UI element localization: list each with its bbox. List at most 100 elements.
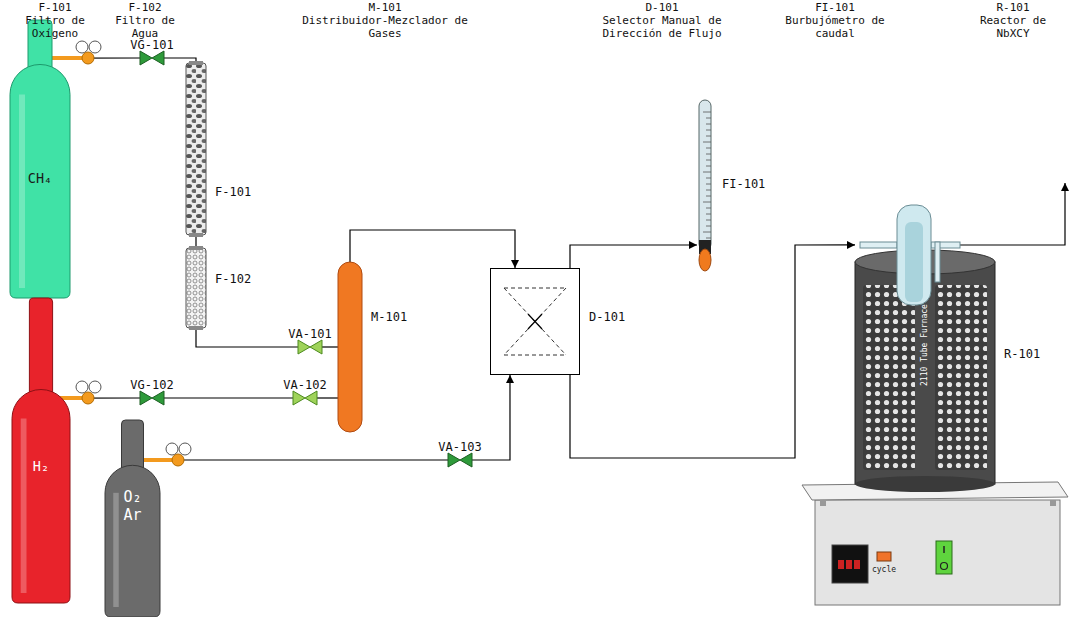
tube-node: FI-101 [697, 100, 713, 272]
pipe-connector [160, 459, 448, 460]
regulator-o2ar [143, 443, 191, 466]
node-shape [338, 262, 362, 432]
node-shape [186, 248, 206, 328]
part-label: VA-102 [265, 379, 345, 391]
drawing-part [82, 52, 94, 64]
cyl-node: CH₄ [10, 20, 70, 298]
label-anchor: Distribuidor-Mezclador de Gases [295, 14, 475, 40]
flow-cross [528, 314, 542, 329]
part-label: F-101 [215, 185, 251, 200]
valve-symbol [293, 391, 305, 405]
node-shape [293, 391, 317, 405]
valve-symbol [298, 340, 310, 354]
valve-node: VG-102 [140, 391, 164, 405]
equipment-heading: F-101 [10, 1, 100, 14]
valve-node: VA-101 [298, 340, 322, 354]
scale-tick [706, 160, 711, 161]
pipe-connector [350, 230, 515, 268]
furnace-panel [863, 285, 915, 470]
scale-tick [706, 196, 711, 197]
drawing-part [854, 560, 860, 569]
scale-tick [703, 172, 711, 173]
outlet-line [960, 183, 1065, 245]
node-shape [697, 100, 713, 272]
filter-cap [189, 233, 203, 237]
quartz-inner [905, 222, 923, 302]
equipment-heading: Filtro de Oxígeno [10, 14, 100, 40]
drawing-part [82, 392, 94, 404]
equipment-heading: Reactor de NbXCY [963, 14, 1063, 40]
label-anchor: FI-101 [765, 1, 905, 14]
cylinder-highlight [19, 94, 25, 288]
label-anchor: Filtro de Agua [107, 14, 183, 40]
valve-node: VG-101 [140, 51, 164, 65]
drawing-part [815, 500, 1060, 605]
filter-node: F-101 [186, 63, 206, 235]
scale-tick [703, 232, 711, 233]
scale-tick [706, 208, 711, 209]
scale-tick [706, 124, 711, 125]
part-label: H₂ [12, 458, 70, 474]
cylinder-highlight [21, 419, 27, 594]
pipe-connector [164, 397, 293, 398]
valve-symbol [140, 51, 152, 65]
drawing-part [166, 443, 178, 455]
furnace-base [802, 482, 1068, 605]
cylinder-neck [29, 298, 52, 402]
valve-symbol [152, 51, 164, 65]
drawing-part [820, 500, 826, 506]
selector-box [491, 269, 580, 375]
node-shape [140, 391, 164, 405]
pipe-connector [570, 245, 855, 458]
equipment-heading: FI-101 [765, 1, 905, 14]
scale-tick [706, 178, 711, 179]
pipe-connector [570, 245, 697, 268]
cyl-node: H₂ [12, 298, 70, 603]
part-label: M-101 [371, 310, 407, 325]
equipment-heading: M-101 [295, 1, 475, 14]
drawing-part [838, 560, 844, 569]
furnace-bottom [855, 476, 995, 492]
equipment-heading: F-102 [107, 1, 183, 14]
label-anchor: 2110 Tube Furnace [920, 300, 930, 390]
cyl-node: O₂ Ar [105, 420, 160, 617]
part-label: D-101 [589, 310, 625, 325]
part-label: CH₄ [10, 170, 70, 186]
flowmeter-tube [699, 100, 711, 250]
valve-node: VA-103 [448, 453, 472, 467]
quartz-tube [897, 205, 931, 305]
label-anchor: Filtro de Oxígeno [10, 14, 100, 40]
box-node: D-101 [490, 268, 580, 375]
node-shape [186, 63, 206, 235]
valve-symbol [310, 340, 322, 354]
valve-symbol [152, 391, 164, 405]
filter-column [186, 63, 206, 235]
scale-tick [706, 118, 711, 119]
label-anchor: Reactor de NbXCY [963, 14, 1063, 40]
equipment-heading: D-101 [587, 1, 737, 14]
drawing-part [172, 454, 184, 466]
valve-symbol [305, 391, 317, 405]
flow-path [504, 288, 566, 355]
filter-cap [189, 326, 203, 330]
scale-tick [706, 190, 711, 191]
label-anchor: Burbujómetro de caudal [765, 14, 905, 40]
drawing-part [76, 381, 88, 393]
node-shape [448, 453, 472, 467]
pipe-connector [196, 328, 298, 347]
scale-tick [706, 238, 711, 239]
drawing-part [846, 560, 852, 569]
scale-tick [706, 226, 711, 227]
equipment-heading: Distribuidor-Mezclador de Gases [295, 14, 475, 40]
gas-inlet [860, 242, 897, 248]
device-marking: 2110 Tube Furnace [920, 300, 930, 390]
scale-tick [706, 184, 711, 185]
label-anchor: R-101 [963, 1, 1063, 14]
scale-tick [706, 166, 711, 167]
equipment-heading: Filtro de Agua [107, 14, 183, 40]
drawing-part [89, 381, 101, 393]
pipe-connector [322, 346, 338, 347]
valve-symbol [448, 453, 460, 467]
